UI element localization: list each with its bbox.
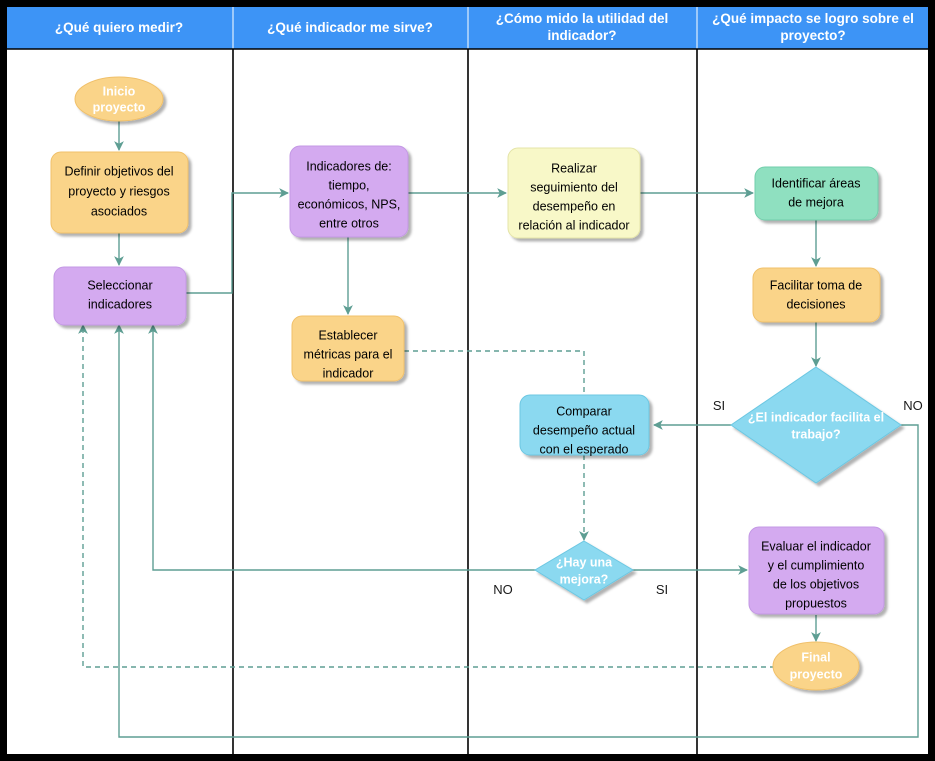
edge-label-si-mejora: SI bbox=[656, 582, 668, 597]
lane-header-1 bbox=[5, 5, 234, 50]
identificar-areas-shape[interactable] bbox=[754, 166, 879, 221]
lane-dividers bbox=[5, 5, 930, 756]
seleccionar-indicadores-shape[interactable] bbox=[53, 266, 187, 326]
edge-label-no-facilita: NO bbox=[903, 398, 923, 413]
final-proyecto-shape[interactable] bbox=[772, 641, 860, 691]
comparar-desempeno-shape[interactable] bbox=[519, 394, 650, 456]
node-establecer-metricas[interactable]: Establecer métricas para el indicador bbox=[291, 315, 405, 382]
inicio-proyecto-shape[interactable] bbox=[74, 76, 164, 122]
node-comparar-desempeno[interactable]: Comparar desempeño actual con el esperad… bbox=[519, 394, 650, 456]
edge-labels: SI NO NO SI bbox=[493, 398, 923, 597]
node-identificar-areas[interactable]: Identificar áreas de mejora bbox=[754, 166, 879, 221]
node-realizar-seguimiento[interactable]: Realizar seguimiento del desempeño en re… bbox=[507, 147, 641, 239]
edge-metricas-to-comparar-dashed bbox=[404, 350, 585, 393]
lane-title-4-line1: ¿Qué impacto se logro sobre el bbox=[712, 11, 914, 26]
indicador-facilita-shape[interactable] bbox=[730, 366, 902, 484]
facilitar-toma-shape[interactable] bbox=[752, 267, 881, 323]
establecer-metricas-shape[interactable] bbox=[291, 315, 405, 382]
realizar-seguimiento-shape[interactable] bbox=[507, 147, 641, 239]
hay-una-mejora-shape[interactable] bbox=[534, 540, 634, 601]
edge-seleccionar-to-indicadores bbox=[186, 188, 289, 294]
node-inicio-proyecto[interactable]: Inicio proyecto bbox=[74, 76, 164, 122]
lane-title-3-line1: ¿Cómo mido la utilidad del bbox=[496, 11, 669, 26]
lane-title-1: ¿Qué quiero medir? bbox=[55, 20, 183, 35]
node-evaluar-indicador[interactable]: Evaluar el indicador y el cumplimiento d… bbox=[748, 526, 885, 615]
node-definir-objetivos[interactable]: Definir objetivos del proyecto y riesgos… bbox=[50, 151, 189, 234]
lane-title-2: ¿Qué indicador me sirve? bbox=[267, 20, 433, 35]
lane-header-3 bbox=[467, 5, 698, 50]
edge-decision-no-to-seleccionar bbox=[114, 324, 919, 738]
edge-final-to-seleccionar-dashed bbox=[78, 324, 775, 668]
lane-title-4-line2: proyecto? bbox=[780, 28, 845, 43]
lane-header-row: ¿Qué quiero medir? ¿Qué indicador me sir… bbox=[5, 5, 930, 50]
lane-title-3-line2: indicador? bbox=[547, 28, 616, 43]
connectors: comparar desempeno --> hay una mejora --… bbox=[78, 117, 919, 738]
edge-label-no-mejora: NO bbox=[493, 582, 513, 597]
edge-mejora-no-to-seleccionar bbox=[148, 324, 536, 571]
node-seleccionar-indicadores[interactable]: Seleccionar indicadores bbox=[53, 266, 187, 326]
indicadores-de-shape[interactable] bbox=[289, 145, 409, 238]
edge-label-si-facilita: SI bbox=[713, 398, 725, 413]
node-indicadores-de[interactable]: Indicadores de: tiempo, económicos, NPS,… bbox=[289, 145, 409, 238]
node-final-proyecto[interactable]: Final proyecto bbox=[772, 641, 860, 691]
evaluar-indicador-shape[interactable] bbox=[748, 526, 885, 615]
node-facilitar-toma[interactable]: Facilitar toma de decisiones bbox=[752, 267, 881, 323]
definir-objetivos-shape[interactable] bbox=[50, 151, 189, 234]
